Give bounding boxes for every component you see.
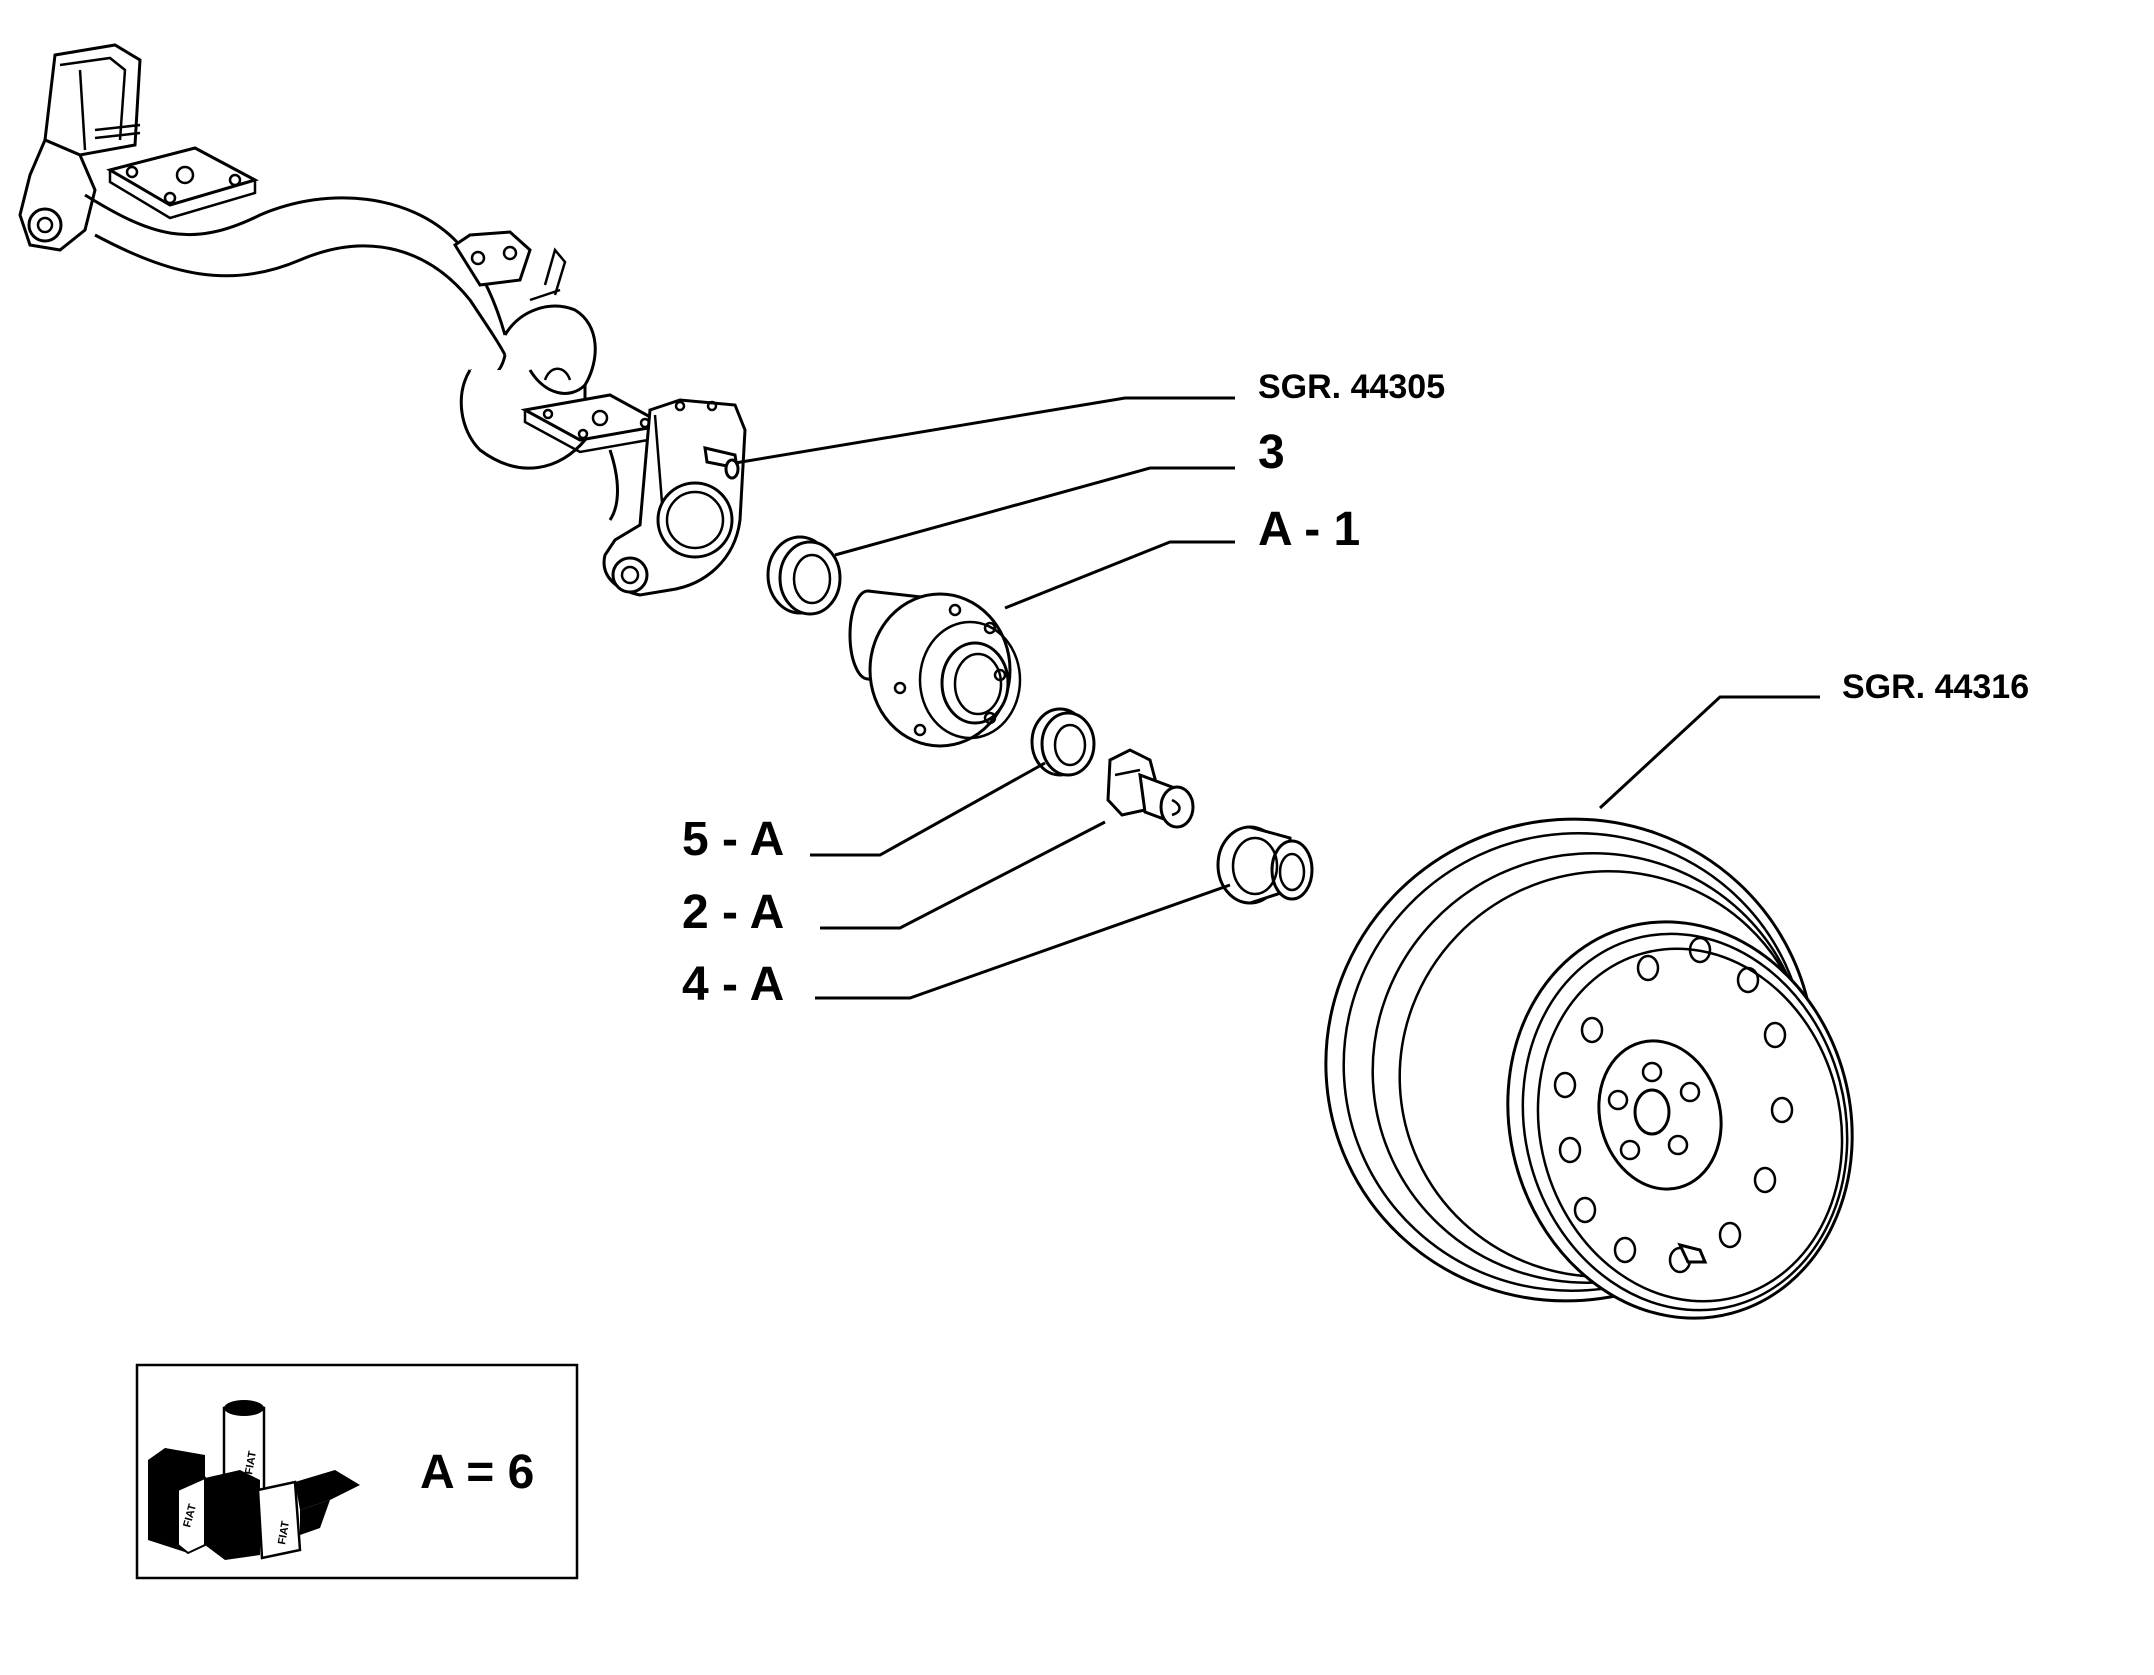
leader-sgr-44316 bbox=[1598, 695, 1820, 810]
dust-cap-part-4a bbox=[1216, 825, 1314, 905]
fiat-packaging-icon: FIAT FIAT FIAT bbox=[148, 1400, 360, 1560]
steel-wheel bbox=[1324, 817, 1854, 1320]
legend-text: A = 6 bbox=[420, 1446, 534, 1499]
hub-nut-part-2a bbox=[1106, 748, 1195, 829]
callout-3: 3 bbox=[1258, 426, 1285, 479]
leader-5a bbox=[810, 761, 1046, 857]
callout-5a: 5 - A bbox=[682, 813, 784, 866]
callout-sgr-44316: SGR. 44316 bbox=[1842, 668, 2029, 706]
leader-4a bbox=[815, 883, 1231, 1000]
logo-text: FIAT bbox=[181, 1503, 199, 1529]
leader-3 bbox=[834, 466, 1235, 557]
leader-sgr-44305 bbox=[734, 396, 1235, 465]
wheel-hub-part-a1 bbox=[848, 589, 1022, 748]
leader-a1 bbox=[1004, 540, 1235, 610]
leader-lines bbox=[734, 396, 1820, 1000]
logo-text-2: FIAT bbox=[243, 1450, 259, 1476]
leader-2a bbox=[820, 820, 1106, 930]
callout-a1: A - 1 bbox=[1258, 503, 1360, 556]
callout-4a: 4 - A bbox=[682, 958, 784, 1011]
logo-text-3: FIAT bbox=[276, 1520, 292, 1546]
seal-ring-part-5a bbox=[1030, 707, 1096, 777]
rear-axle-beam bbox=[18, 43, 747, 597]
callout-sgr-44305: SGR. 44305 bbox=[1258, 368, 1445, 406]
bearing-seal-part-3 bbox=[766, 535, 842, 616]
legend-box: FIAT FIAT FIAT A = 6 bbox=[135, 1363, 579, 1580]
callout-2a: 2 - A bbox=[682, 886, 784, 939]
